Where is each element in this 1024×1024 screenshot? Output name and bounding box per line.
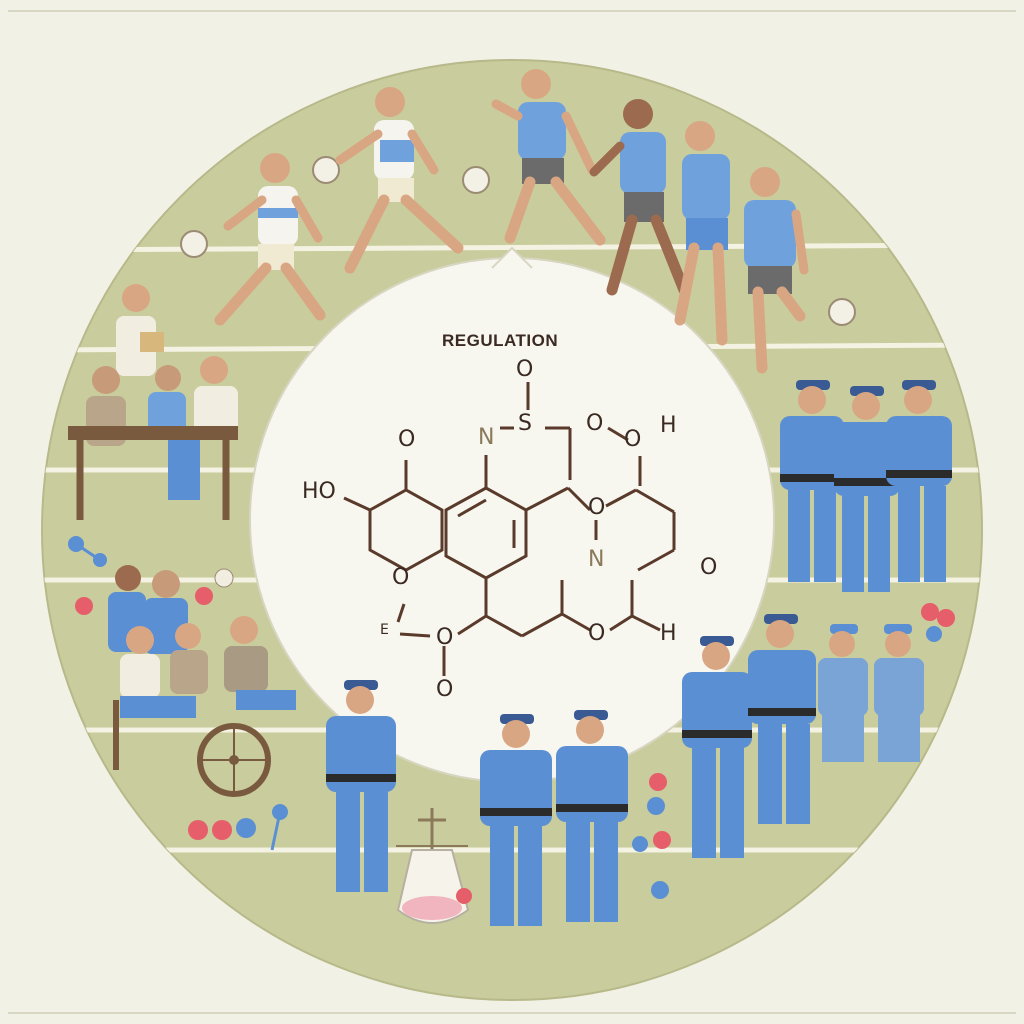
police-officer [556, 710, 628, 922]
police-group-bottom [326, 680, 628, 926]
frame-bottom-border [8, 1012, 1016, 1014]
police-officer [780, 380, 844, 582]
seated-officer [818, 624, 868, 762]
atom-h-bottom: H [660, 621, 677, 646]
atom-n-mid: N [588, 547, 604, 572]
ball [312, 156, 340, 184]
atom-o-ring-bottom: O [392, 565, 409, 590]
atom-o-top: O [516, 357, 533, 382]
regulation-title: REGULATION [442, 331, 558, 350]
frame-top-border [8, 10, 1016, 12]
runner-figure [589, 99, 690, 296]
atom-o-right-2: O [624, 427, 641, 452]
police-officer [748, 614, 816, 824]
police-officer [682, 636, 752, 858]
atom-o-bottom-1: O [436, 625, 453, 650]
balance-flask [396, 808, 472, 924]
police-officer [834, 386, 900, 592]
police-officer [326, 680, 396, 892]
runners-group [180, 69, 856, 374]
police-officer [886, 380, 952, 582]
atom-n-left: N [478, 425, 494, 450]
chemical-structure [343, 382, 676, 676]
atom-e: E [380, 622, 389, 638]
ball [462, 166, 490, 194]
atom-o-left: O [398, 427, 415, 452]
runner-figure [214, 153, 326, 326]
seated-officer [874, 624, 924, 762]
molecule-decorations [68, 536, 955, 899]
ball [828, 298, 856, 326]
runner-figure [335, 87, 464, 274]
atom-o-bottom-3: O [588, 621, 605, 646]
runner-figure [744, 167, 809, 374]
police-group-right [780, 380, 952, 592]
police-group-bottom-right [682, 614, 924, 858]
atom-o-right: O [586, 411, 603, 436]
atom-o-mid: O [588, 495, 605, 520]
atom-ho: HO [302, 479, 336, 504]
ball [180, 230, 208, 258]
study-group [68, 284, 238, 520]
atom-o-far-right: O [700, 555, 717, 580]
runner-figure [491, 69, 606, 246]
atom-h-right: H [660, 413, 677, 438]
police-officer [480, 714, 552, 926]
atom-s: S [518, 411, 532, 436]
seated-group [108, 565, 296, 797]
atom-o-bottom-2: O [436, 677, 453, 702]
pointer-notch [491, 246, 533, 269]
runner-figure [674, 121, 730, 346]
